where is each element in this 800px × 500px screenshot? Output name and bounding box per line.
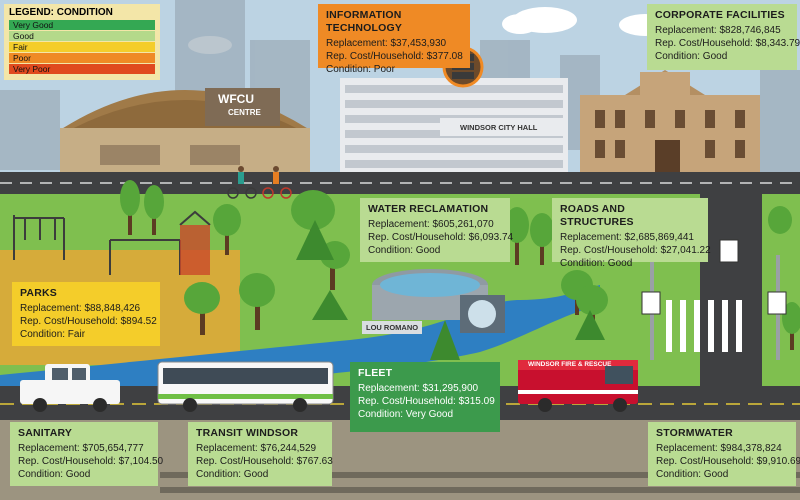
pickup-truck xyxy=(20,364,120,412)
card-title: ROADS AND STRUCTURES xyxy=(560,203,634,228)
card-roads-and-structures: ROADS AND STRUCTURES Replacement: $2,685… xyxy=(552,198,711,269)
card-replacement: Replacement: $76,244,529 xyxy=(196,443,317,454)
river xyxy=(0,285,600,392)
card-replacement: Replacement: $828,746,845 xyxy=(655,25,781,36)
card-replacement: Replacement: $31,295,900 xyxy=(358,383,479,394)
legend-very-good: Very Good xyxy=(9,20,155,31)
card-replacement: Replacement: $705,654,777 xyxy=(18,443,144,454)
card-cost-per-household: Rep. Cost/Household: $7,104.50 xyxy=(18,456,164,467)
legend-good: Good xyxy=(9,30,155,42)
card-information-technology: INFORMATION TECHNOLOGY Replacement: $37,… xyxy=(318,4,470,75)
card-condition: Condition: Good xyxy=(196,469,269,480)
card-sanitary: SANITARY Replacement: $705,654,777 Rep. … xyxy=(10,422,164,486)
card-cost-per-household: Rep. Cost/Household: $27,041.22 xyxy=(560,245,711,256)
card-title: WATER RECLAMATION xyxy=(368,203,489,215)
card-cost-per-household: Rep. Cost/Household: $315.09 xyxy=(358,396,495,407)
card-cost-per-household: Rep. Cost/Household: $767.63 xyxy=(196,456,333,467)
wfcu-centre-building xyxy=(60,88,310,175)
card-condition: Condition: Good xyxy=(560,258,633,269)
card-title: STORMWATER xyxy=(656,427,733,439)
cyclists xyxy=(227,166,292,199)
city-hall-building xyxy=(340,78,568,176)
card-cost-per-household: Rep. Cost/Household: $6,093.74 xyxy=(368,232,514,243)
card-title: PARKS xyxy=(20,287,57,299)
wfcu-sign: WFCU xyxy=(218,92,254,106)
card-replacement: Replacement: $37,453,930 xyxy=(326,38,447,49)
card-parks: PARKS Replacement: $88,848,426 Rep. Cost… xyxy=(12,282,160,346)
card-title: INFORMATION TECHNOLOGY xyxy=(326,9,403,34)
card-fleet: FLEET Replacement: $31,295,900 Rep. Cost… xyxy=(350,362,500,432)
card-condition: Condition: Very Good xyxy=(358,409,454,420)
card-cost-per-household: Rep. Cost/Household: $894.52 xyxy=(20,316,157,327)
transit-bus xyxy=(157,361,334,412)
card-transit-windsor: TRANSIT WINDSOR Replacement: $76,244,529… xyxy=(188,422,333,486)
card-condition: Condition: Good xyxy=(655,51,728,62)
card-cost-per-household: Rep. Cost/Household: $8,343.79 xyxy=(655,38,800,49)
card-replacement: Replacement: $984,378,824 xyxy=(656,443,782,454)
card-cost-per-household: Rep. Cost/Household: $9,910.69 xyxy=(656,456,800,467)
condition-legend: LEGEND: CONDITION Very Good Good Fair Po… xyxy=(4,4,160,80)
legend-fair: Fair xyxy=(9,41,155,53)
lou-romano-sign: LOU ROMANO xyxy=(362,321,423,334)
card-replacement: Replacement: $605,261,070 xyxy=(368,219,494,230)
water-reclamation-plant xyxy=(372,269,505,333)
card-title: CORPORATE FACILITIES xyxy=(655,9,785,21)
legend-very-poor: Very Poor xyxy=(9,63,155,75)
card-water-reclamation: WATER RECLAMATION Replacement: $605,261,… xyxy=(360,198,514,262)
card-condition: Condition: Good xyxy=(368,245,441,256)
fire-truck xyxy=(518,360,638,412)
card-corporate-facilities: CORPORATE FACILITIES Replacement: $828,7… xyxy=(647,4,800,70)
crosswalk xyxy=(666,300,742,352)
card-condition: Condition: Good xyxy=(18,469,91,480)
card-replacement: Replacement: $2,685,869,441 xyxy=(560,232,694,243)
city-hall-sign: WINDSOR CITY HALL xyxy=(460,123,538,132)
fire-truck-sign: WINDSOR FIRE & RESCUE xyxy=(528,361,612,368)
card-title: SANITARY xyxy=(18,427,73,439)
traffic-poles xyxy=(641,239,787,360)
card-condition: Condition: Poor xyxy=(326,64,395,75)
legend-poor: Poor xyxy=(9,52,155,64)
trees xyxy=(120,180,800,360)
legend-title: LEGEND: CONDITION xyxy=(9,7,113,18)
card-stormwater: STORMWATER Replacement: $984,378,824 Rep… xyxy=(648,422,800,486)
card-condition: Condition: Good xyxy=(656,469,729,480)
card-condition: Condition: Fair xyxy=(20,329,86,340)
card-cost-per-household: Rep. Cost/Household: $377.08 xyxy=(326,51,463,62)
side-street xyxy=(700,194,762,386)
wfcu-centre-sign: CENTRE xyxy=(228,108,261,117)
card-title: FLEET xyxy=(358,367,393,379)
heritage-building xyxy=(580,70,760,175)
card-replacement: Replacement: $88,848,426 xyxy=(20,303,141,314)
card-title: TRANSIT WINDSOR xyxy=(196,427,299,439)
